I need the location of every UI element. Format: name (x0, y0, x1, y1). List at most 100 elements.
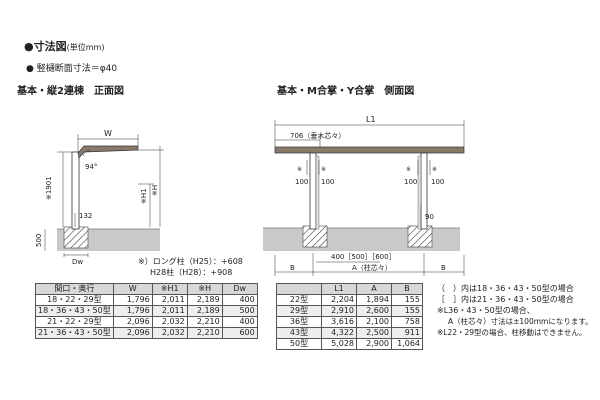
table-cell: 22型 (276, 294, 322, 306)
diagram-title: ●寸法図(単位mm) (24, 40, 105, 53)
table-cell: 2,011 (151, 305, 188, 317)
table-cell: 50型 (276, 338, 322, 350)
table-cell: 2,900 (356, 338, 392, 350)
table-header: A (356, 283, 392, 295)
table-cell: 2,210 (186, 316, 223, 328)
table-cell: 2,189 (186, 305, 223, 317)
front-view-title: 基本・縦2連棟 正面図 (17, 86, 124, 97)
label-h1: ※H1 (140, 188, 148, 204)
table-cell: 5,028 (321, 338, 357, 350)
table-cell: 43型 (276, 327, 322, 339)
table-cell: 2,204 (321, 294, 357, 306)
table-cell: 2,096 (112, 316, 153, 328)
side-view-title: 基本・M合掌・Y合掌 側面図 (277, 86, 415, 97)
table-cell: 3,616 (321, 316, 357, 328)
table-cell: 400 (221, 316, 258, 328)
table-cell: 2,500 (356, 327, 392, 339)
table-header: B (391, 283, 423, 295)
table-cell: 1,894 (356, 294, 392, 306)
table-cell: 1,064 (391, 338, 423, 350)
pillar-note-h28: H28柱（H28）：+908 (150, 268, 233, 277)
table-cell: 21・36・43・50型 (35, 327, 114, 339)
label-400: 400［500］［600］ (331, 253, 396, 261)
foundation-front (63, 226, 89, 249)
table-cell: 4,322 (321, 327, 357, 339)
note-5: ※L22・29型の場合、柱移動はできません。 (437, 328, 587, 337)
table-cell: 18・22・29型 (35, 294, 114, 306)
label-706: 706（垂木芯々） (290, 131, 345, 140)
label-b-left: B (290, 264, 295, 272)
table-cell: 1,796 (112, 305, 153, 317)
table-cell: 2,100 (356, 316, 392, 328)
pillar-side-left (309, 152, 317, 230)
label-dw: Dw (72, 258, 83, 266)
label-a2-val: 100 (321, 178, 334, 186)
table-header: 間口・奥行 (35, 283, 114, 295)
label-500: 500 (35, 234, 43, 247)
table-cell: 2,910 (321, 305, 357, 317)
label-h: ※H (151, 185, 159, 196)
label-angle: 94° (85, 163, 97, 171)
roof-front (77, 145, 139, 159)
table-header: ※H (186, 283, 223, 295)
gutter-note: ● 竪樋断面寸法＝φ40 (26, 64, 118, 74)
table-cell: 2,032 (151, 327, 188, 339)
label-a1-val: 100 (295, 178, 308, 186)
table-cell: 1,796 (112, 294, 153, 306)
label-132: 132 (79, 212, 92, 220)
table-cell: 36型 (276, 316, 322, 328)
table-header (276, 283, 322, 295)
table-header: Dw (221, 283, 258, 295)
label-a-center: A（柱芯々） (352, 263, 392, 272)
label-w: W (104, 129, 112, 138)
table-cell: 2,189 (186, 294, 223, 306)
label-a2: ※ (321, 166, 326, 173)
note-2: ［ ］内は21・36・43・50型の場合 (437, 295, 574, 304)
label-a1: ※ (297, 166, 302, 173)
pillar-front (71, 151, 80, 230)
label-a3-val: 100 (404, 178, 417, 186)
table-cell: 2,032 (151, 316, 188, 328)
label-l1: L1 (366, 115, 376, 124)
table-cell: 18・36・43・50型 (35, 305, 114, 317)
table-cell: 2,600 (356, 305, 392, 317)
table-header: W (112, 283, 153, 295)
table-cell: 758 (391, 316, 423, 328)
label-a4-val: 100 (431, 178, 444, 186)
note-3: ※L36・43・50型の場合、 (437, 306, 535, 315)
label-90: 90 (425, 213, 434, 221)
table-cell: 911 (391, 327, 423, 339)
table-cell: 21・22・29型 (35, 316, 114, 328)
label-1901: ※1901 (45, 176, 53, 200)
label-a4: ※ (432, 166, 437, 173)
label-a3: ※ (406, 166, 411, 173)
note-1: （ ）内は18・36・43・50型の場合 (437, 284, 574, 293)
table-cell: 2,011 (151, 294, 188, 306)
table-cell: 155 (391, 294, 423, 306)
label-b-right: B (441, 264, 446, 272)
table-cell: 29型 (276, 305, 322, 317)
roof-side (274, 146, 465, 154)
table-header: ※H1 (151, 283, 188, 295)
pillar-note-long: ※）ロング柱（H25）：+608 (138, 257, 243, 266)
table-cell: 400 (221, 294, 258, 306)
table-cell: 500 (221, 305, 258, 317)
note-4: A（柱芯々）寸法は±100mmになります。 (448, 317, 593, 326)
table-header: L1 (321, 283, 357, 295)
table-cell: 155 (391, 305, 423, 317)
table-cell: 2,096 (112, 327, 153, 339)
table-cell: 600 (221, 327, 258, 339)
table-cell: 2,210 (186, 327, 223, 339)
